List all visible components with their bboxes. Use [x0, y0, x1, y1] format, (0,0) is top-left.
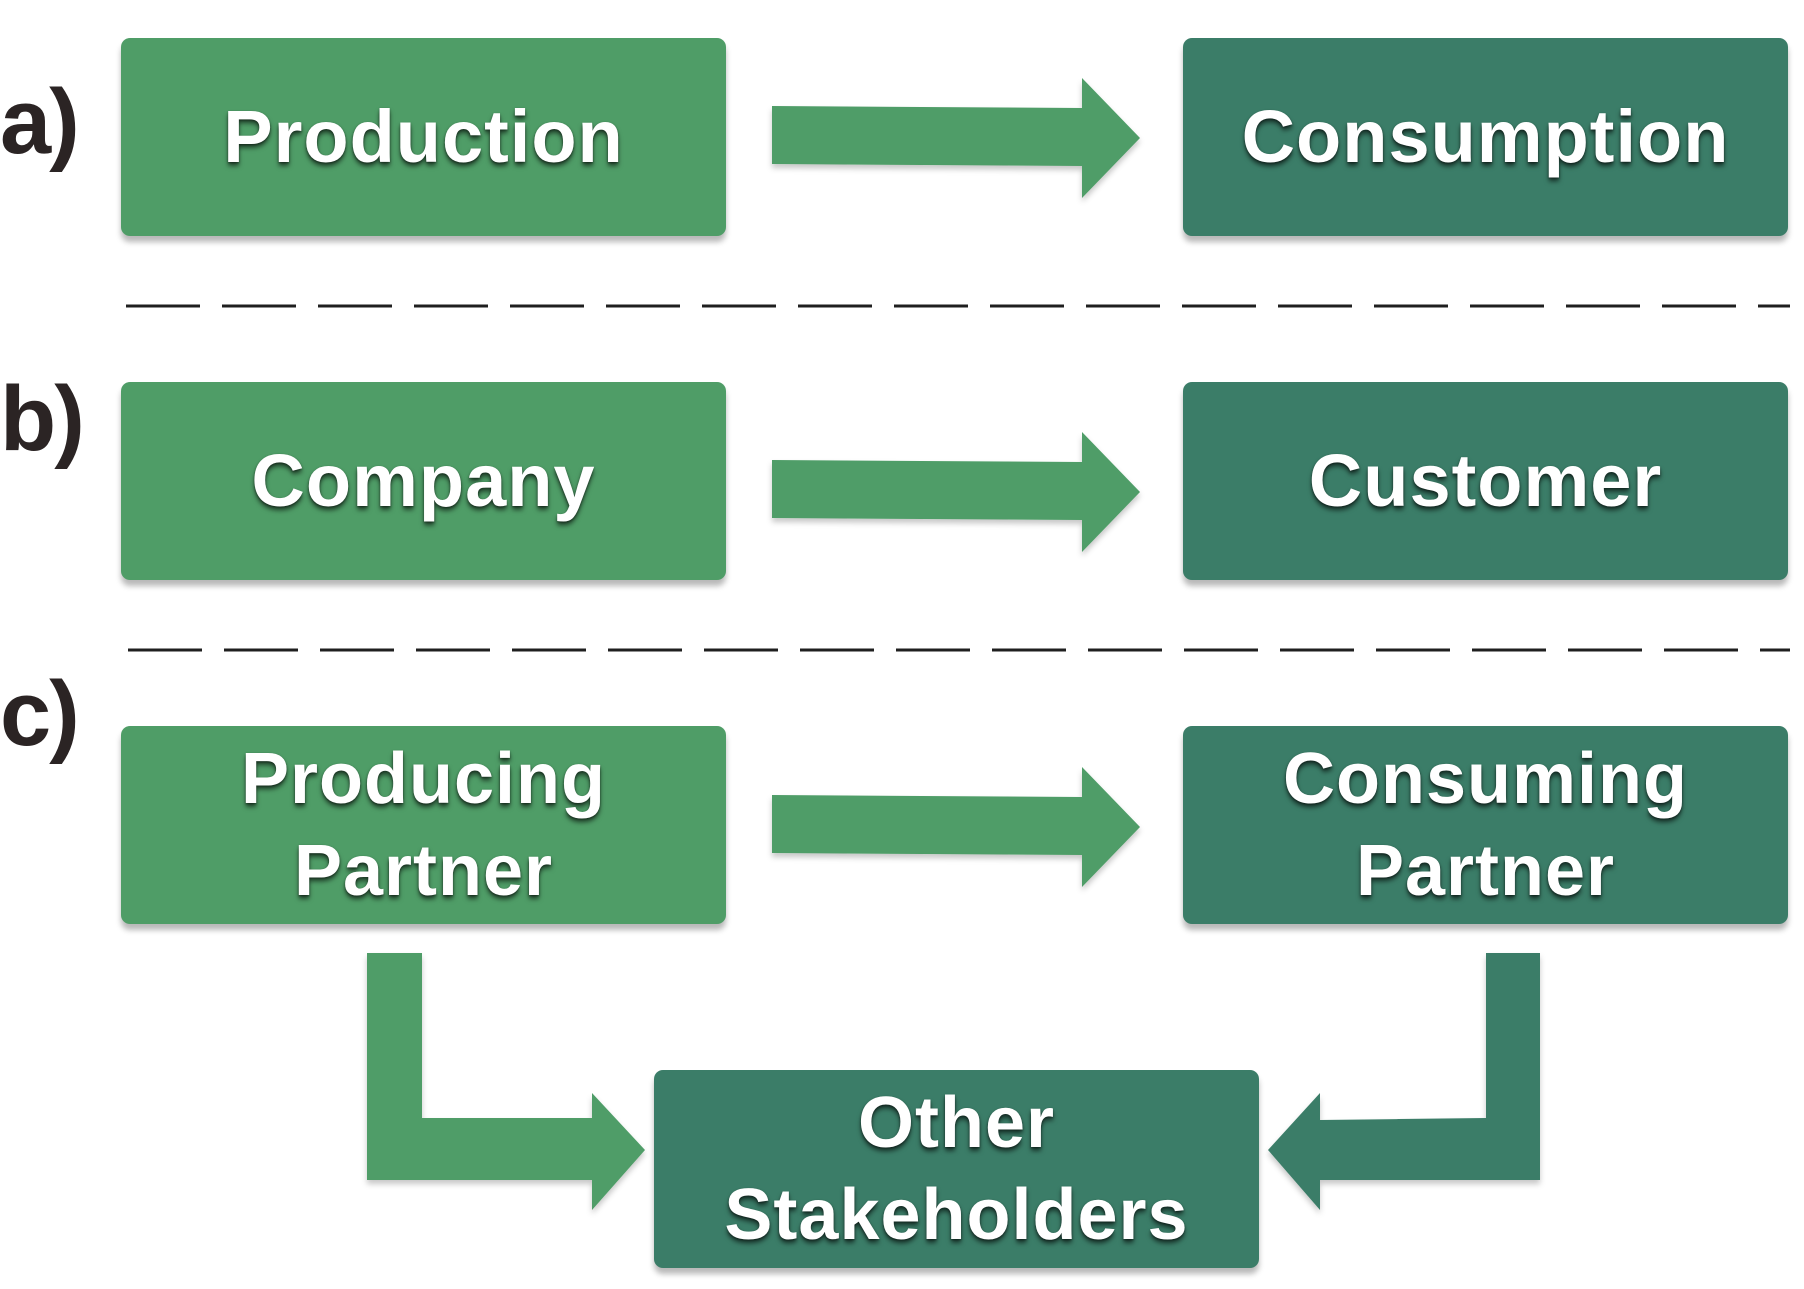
elbow-arrow-icon: [367, 953, 645, 1210]
production-box-label: Production: [223, 95, 624, 178]
consuming-partner-line-2: Partner: [1355, 831, 1616, 911]
right-arrow-icon: [772, 767, 1140, 887]
consuming-partner-box: Consuming Partner: [1183, 726, 1788, 924]
elbow-arrow-icon: [1268, 953, 1540, 1210]
other-stakeholders-box: Other Stakeholders: [654, 1070, 1259, 1268]
producing-partner-line-1: Producing: [241, 739, 606, 819]
row-label-c: c): [0, 663, 80, 765]
right-arrow-icon: [772, 78, 1140, 198]
company-box: Company: [121, 382, 726, 580]
right-arrow-icon: [772, 432, 1140, 552]
consuming-partner-line-1: Consuming: [1283, 739, 1688, 819]
other-stakeholders-line-2: Stakeholders: [724, 1175, 1189, 1255]
production-box: Production: [121, 38, 726, 236]
consumption-box: Consumption: [1183, 38, 1788, 236]
customer-box: Customer: [1183, 382, 1788, 580]
producing-partner-line-2: Partner: [293, 831, 554, 911]
consumption-box-label: Consumption: [1241, 95, 1730, 178]
row-label-a: a): [0, 71, 80, 173]
producing-partner-box: Producing Partner: [121, 726, 726, 924]
customer-box-label: Customer: [1308, 439, 1663, 522]
row-label-b: b): [0, 368, 85, 470]
other-stakeholders-line-1: Other: [857, 1083, 1056, 1163]
company-box-label: Company: [251, 439, 596, 522]
